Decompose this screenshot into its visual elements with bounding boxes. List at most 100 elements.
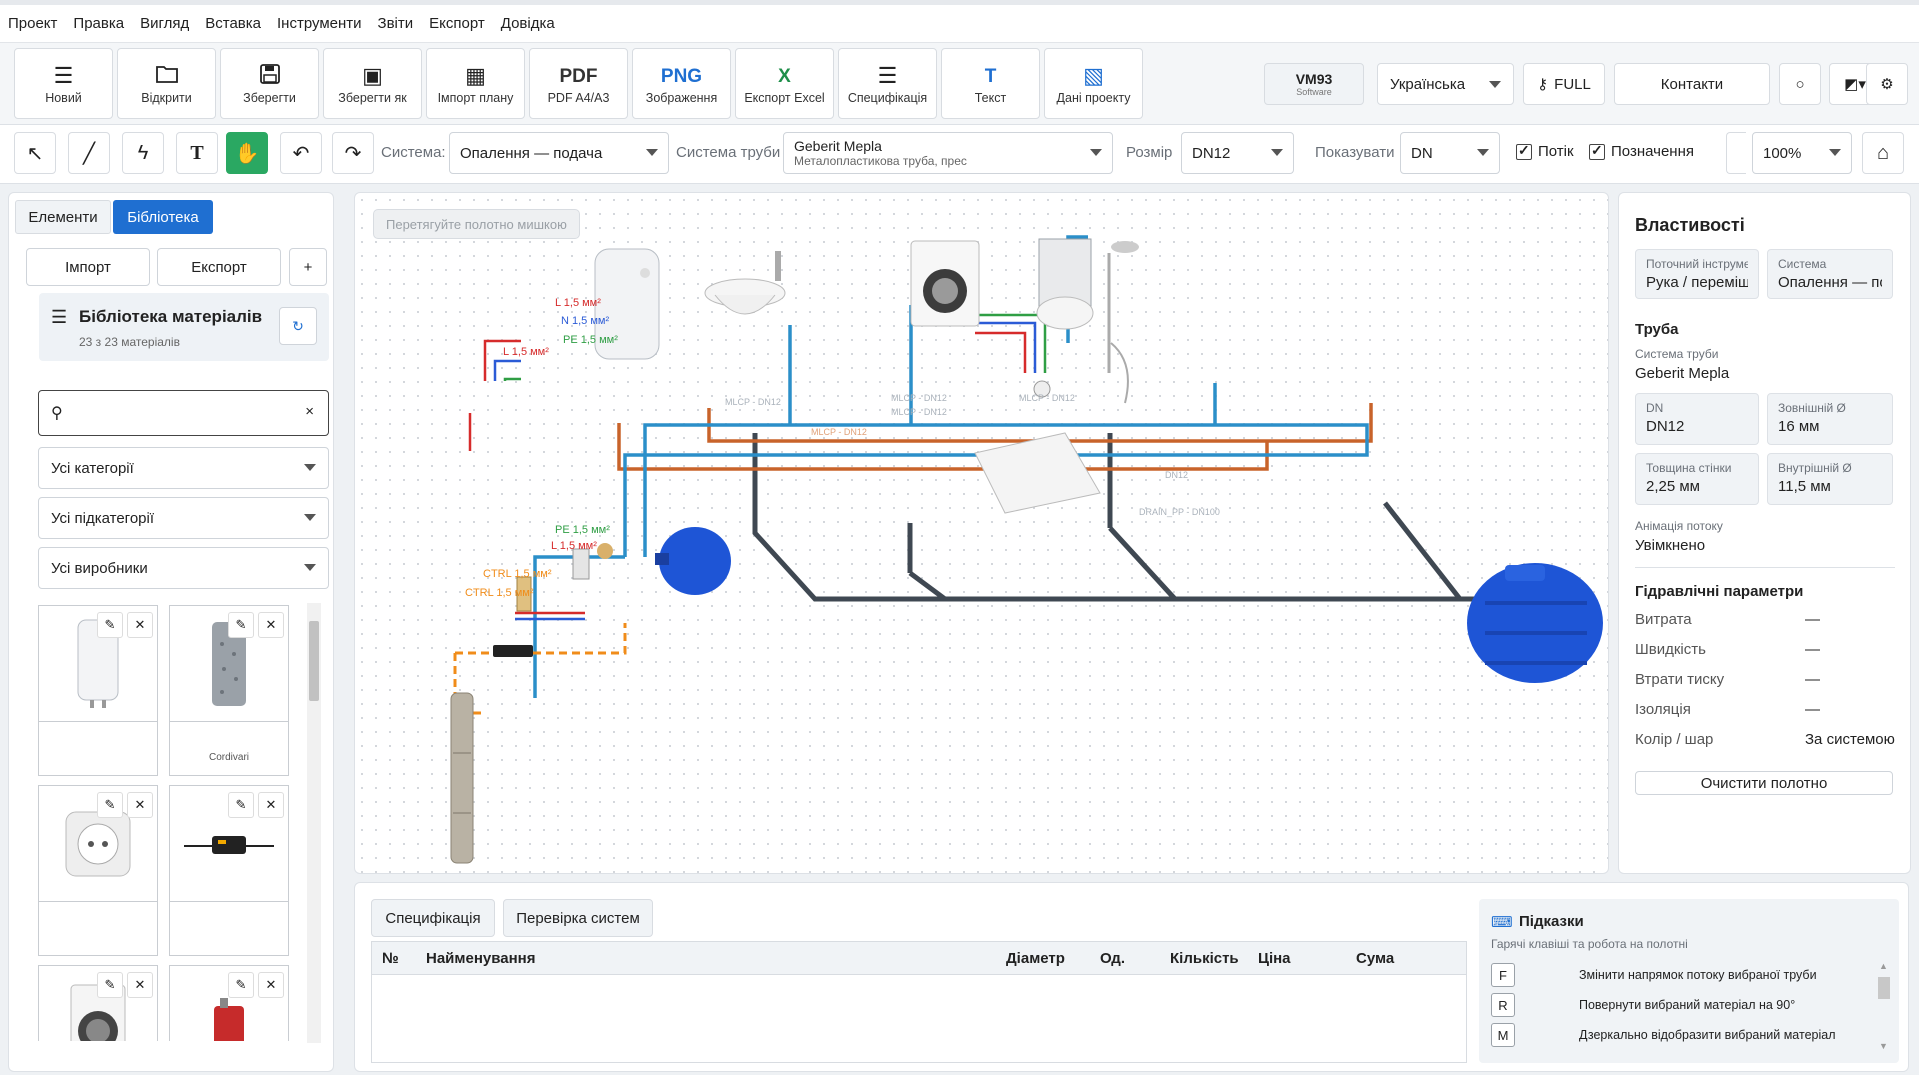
close-icon[interactable]: ✕ [258, 972, 284, 998]
shower-tray[interactable] [974, 432, 1101, 514]
edit-icon[interactable]: ✎ [97, 612, 123, 638]
text-insert-button[interactable]: T [176, 132, 218, 174]
library-scrollbar[interactable] [307, 603, 321, 1043]
settings-button[interactable]: ⚙ [1866, 63, 1908, 105]
submersible-pump[interactable] [450, 692, 474, 864]
redo-button[interactable]: ↷ [332, 132, 374, 174]
size-select[interactable]: DN12 [1181, 132, 1294, 174]
scrollbar-thumb[interactable] [1878, 977, 1890, 999]
menu-help[interactable]: Довідка [500, 15, 555, 32]
hand-tool-button[interactable]: ✋ [226, 132, 268, 174]
category-select[interactable]: Усі категорії [38, 447, 329, 489]
tab-library[interactable]: Бібліотека [113, 200, 213, 234]
menu-edit[interactable]: Правка [73, 15, 125, 32]
menu-view[interactable]: Вигляд [140, 15, 190, 32]
subcategory-select[interactable]: Усі підкатегорії [38, 497, 329, 539]
edit-icon[interactable]: ✎ [97, 792, 123, 818]
close-icon[interactable]: ✕ [127, 792, 153, 818]
clear-canvas-label: Очистити полотно [1700, 774, 1828, 792]
filter-assembly[interactable] [493, 543, 613, 657]
refresh-library-button[interactable]: ↻ [279, 307, 317, 345]
marks-checkbox[interactable]: Позначення [1589, 142, 1694, 160]
menu-export[interactable]: Експорт [429, 15, 485, 32]
septic-tank[interactable] [1467, 563, 1603, 683]
tab-elements[interactable]: Елементи [15, 200, 111, 234]
show-select[interactable]: DN [1400, 132, 1500, 174]
shower-set[interactable] [1107, 241, 1139, 404]
tab-specification[interactable]: Специфікація [371, 899, 495, 937]
project-data-button[interactable]: ▧Дані проекту [1044, 48, 1143, 119]
edit-icon[interactable]: ✎ [97, 972, 123, 998]
select-tool-button[interactable]: ↖ [14, 132, 56, 174]
edit-icon[interactable]: ✎ [228, 612, 254, 638]
line-tool-button[interactable]: ╱ [68, 132, 110, 174]
redo-icon: ↷ [344, 142, 362, 165]
menu-insert[interactable]: Вставка [205, 15, 262, 32]
clear-canvas-button[interactable]: Очистити полотно [1635, 771, 1893, 795]
washbasin[interactable] [704, 251, 786, 315]
close-icon[interactable]: ✕ [127, 612, 153, 638]
washing-machine[interactable] [910, 240, 1051, 398]
tab-system-check[interactable]: Перевірка систем [503, 899, 653, 937]
chevron-down-icon[interactable]: ▼ [1879, 1041, 1888, 1051]
library-card-cordivari[interactable]: ✎✕ Cordivari [169, 605, 289, 776]
flow-checkbox[interactable]: Потік [1516, 142, 1574, 160]
refresh-icon: ↻ [292, 317, 304, 334]
water-heater[interactable] [594, 248, 660, 360]
chevron-up-icon[interactable]: ▲ [1879, 961, 1888, 971]
manufacturer-select[interactable]: Усі виробники [38, 547, 329, 589]
language-select[interactable]: Українська [1377, 63, 1514, 105]
drawing-canvas[interactable]: Перетягуйте полотно мишкою [354, 192, 1609, 874]
import-button[interactable]: Імпорт [26, 248, 150, 286]
size-label: Розмір [1126, 144, 1173, 161]
library-card-boiler[interactable]: ✎✕ [38, 605, 158, 776]
library-card-pump[interactable]: ✎✕ [169, 965, 289, 1041]
scrollbar-thumb[interactable] [309, 621, 319, 701]
menu-reports[interactable]: Звіти [377, 15, 414, 32]
close-icon[interactable]: ✕ [258, 612, 284, 638]
wall-hung-toilet[interactable] [1036, 238, 1094, 330]
open-button[interactable]: Відкрити [117, 48, 216, 119]
refresh-button[interactable]: ○ [1779, 63, 1821, 105]
system-select[interactable]: Опалення — подача [449, 132, 669, 174]
save-button[interactable]: Зберегти [220, 48, 319, 119]
export-button[interactable]: Експорт [157, 248, 281, 286]
close-icon[interactable]: ✕ [127, 972, 153, 998]
hints-scrollbar[interactable]: ▲ ▼ [1877, 961, 1891, 1051]
edit-icon[interactable]: ✎ [228, 972, 254, 998]
full-license-button[interactable]: ⚷FULL [1523, 63, 1605, 105]
home-view-button[interactable]: ⌂ [1862, 132, 1904, 174]
library-card-socket[interactable]: ✎✕ [38, 785, 158, 956]
spec-label: Специфікація [847, 90, 928, 105]
library-card-controller[interactable]: ✎✕ [169, 785, 289, 956]
library-card-washer[interactable]: ✎✕ [38, 965, 158, 1041]
specification-button[interactable]: ☰Специфікація [838, 48, 937, 119]
electric-tool-button[interactable]: ϟ [122, 132, 164, 174]
label-mlcp3: MLCP - DN12 [891, 407, 947, 417]
label-mlcp4: MLCP - DN12 [1019, 393, 1075, 403]
pressure-tank[interactable] [655, 527, 731, 595]
speed-label: Швидкість [1635, 641, 1706, 658]
main-toolbar: ☰Новий Відкрити Зберегти ▣Зберегти як ▦І… [0, 43, 1919, 125]
zoom-select[interactable]: 100% [1752, 132, 1852, 174]
undo-button[interactable]: ↶ [280, 132, 322, 174]
new-button[interactable]: ☰Новий [14, 48, 113, 119]
close-icon[interactable]: ✕ [258, 792, 284, 818]
import-plan-button[interactable]: ▦Імпорт плану [426, 48, 525, 119]
menu-project[interactable]: Проект [8, 15, 58, 32]
menu-tools[interactable]: Інструменти [277, 15, 362, 32]
add-button[interactable]: + [289, 248, 327, 286]
edit-icon[interactable]: ✎ [228, 792, 254, 818]
contacts-button[interactable]: Контакти [1614, 63, 1770, 105]
clear-icon[interactable]: × [305, 403, 314, 420]
contacts-label: Контакти [1660, 75, 1724, 93]
save-as-button[interactable]: ▣Зберегти як [323, 48, 422, 119]
search-input[interactable]: ⚲× [38, 390, 329, 436]
schematic-labels: L 1,5 мм² N 1,5 мм² PE 1,5 мм² L 1,5 мм²… [465, 297, 1220, 599]
